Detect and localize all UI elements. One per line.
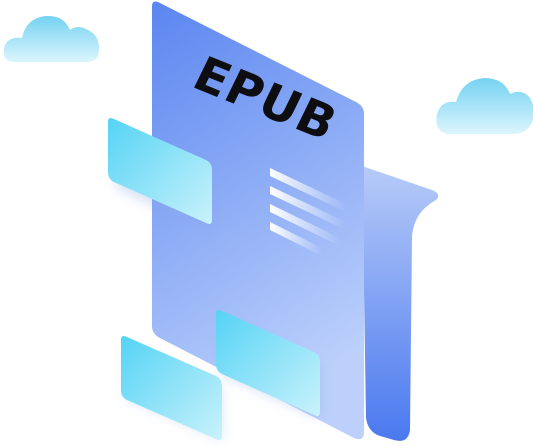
floating-card-center: [216, 310, 320, 418]
cloud-top-left-icon: [3, 15, 100, 62]
floating-card-upper-left: [108, 118, 212, 232]
cloud-right-icon: [436, 78, 533, 134]
text-lines-icon: [270, 168, 346, 256]
epub-page-back: [362, 166, 439, 441]
floating-card-lower-left: [121, 336, 222, 440]
epub-document-icon: EPUB: [152, 1, 364, 440]
